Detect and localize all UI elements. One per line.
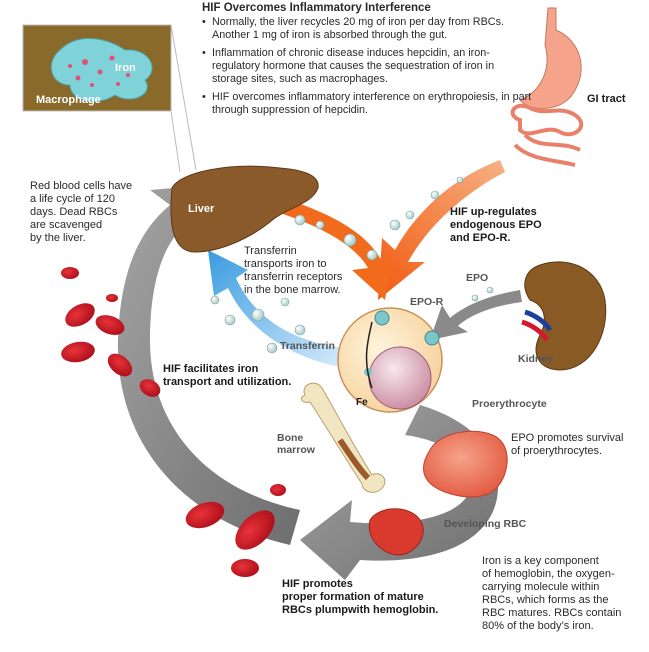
- info-bullet-3: HIF overcomes inflammatory interference …: [202, 91, 532, 117]
- note-iron-component: Iron is a key component of hemoglobin, t…: [482, 555, 621, 633]
- note-line: carrying molecule within: [482, 581, 600, 593]
- orange-arrow-liver: [270, 196, 392, 300]
- note-line: of proerythrocytes.: [511, 445, 603, 457]
- orange-arrow-gi: [378, 160, 505, 300]
- note-line: in the bone marrow.: [244, 284, 341, 296]
- proerythrocyte-label: Proerythrocyte: [472, 398, 547, 410]
- kidney-label: Kidney: [518, 353, 554, 365]
- liver-label: Liver: [188, 203, 215, 215]
- gi-tract-label: GI tract: [587, 93, 626, 105]
- note-line: HIF promotes: [282, 578, 353, 590]
- bone-marrow-label: Bone marrow: [277, 432, 315, 456]
- note-hif-promotes: HIF promotes proper formation of mature …: [282, 578, 438, 617]
- note-line: days. Dead RBCs: [30, 206, 118, 218]
- note-line: RBCs plumpwith hemoglobin.: [282, 604, 439, 616]
- info-bullet-2: Inflammation of chronic disease induces …: [202, 47, 532, 86]
- info-box-bullets: Normally, the liver recycles 20 mg of ir…: [202, 16, 532, 122]
- bone-marrow-illustration: [300, 382, 386, 493]
- note-line: are scavenged: [30, 219, 103, 231]
- note-line: 80% of the body’s iron.: [482, 620, 594, 632]
- note-hif-upregulates: HIF up-regulates endogenous EPO and EPO-…: [450, 206, 542, 245]
- note-line: EPO promotes survival: [511, 432, 624, 444]
- note-line: Red blood cells have: [30, 180, 133, 192]
- note-line: RBCs, which forms as the: [482, 594, 609, 606]
- blue-transferrin-arrow: [208, 250, 345, 368]
- note-transferrin-transport: Transferrin transports iron to transferr…: [244, 245, 342, 297]
- note-line: endogenous EPO: [450, 219, 542, 231]
- note-line: transports iron to: [244, 258, 327, 270]
- info-box-title: HIF Overcomes Inflammatory Interference: [202, 2, 431, 14]
- note-line: Iron is a key component: [482, 555, 599, 567]
- note-line: transport and utilization.: [163, 376, 292, 388]
- macrophage-panel: [22, 24, 197, 173]
- mature-rbc-cells: [61, 267, 286, 577]
- note-line: Transferrin: [244, 245, 297, 257]
- gray-cycle-arrow-left: [117, 185, 300, 545]
- note-epo-promotes: EPO promotes survival of proerythrocytes…: [511, 432, 623, 458]
- note-line: transferrin receptors: [244, 271, 343, 283]
- bone-label-line: Bone: [277, 432, 304, 444]
- kidney-organ: [521, 261, 607, 371]
- note-hif-facilitates: HIF facilitates iron transport and utili…: [163, 363, 291, 389]
- note-line: HIF up-regulates: [450, 206, 537, 218]
- developing-rbc-cells: [368, 430, 508, 556]
- note-line: and EPO-R.: [450, 232, 511, 244]
- epo-label: EPO: [466, 272, 489, 284]
- marrow-label-line: marrow: [277, 444, 315, 456]
- info-bullet-1: Normally, the liver recycles 20 mg of ir…: [202, 16, 532, 42]
- note-line: a life cycle of 120: [30, 193, 115, 205]
- note-rbc-lifecycle: Red blood cells have a life cycle of 120…: [30, 180, 132, 245]
- fe-label: Fe: [356, 397, 368, 408]
- proerythrocyte-cell: [337, 307, 443, 413]
- note-line: proper formation of mature: [282, 591, 424, 603]
- developing-rbc-label: Developing RBC: [444, 518, 527, 530]
- macrophage-label: Macrophage: [36, 94, 101, 106]
- note-line: HIF facilitates iron: [163, 363, 259, 375]
- note-line: of hemoglobin, the oxygen-: [482, 568, 615, 580]
- gi-tract-organ: [510, 7, 584, 167]
- iron-label: Iron: [115, 62, 136, 74]
- note-line: RBC matures. RBCs contain: [482, 607, 622, 619]
- epo-r-label: EPO-R: [410, 296, 444, 308]
- gray-arrow-kidney: [430, 290, 522, 340]
- liver-organ: [170, 165, 319, 253]
- note-line: by the liver.: [30, 232, 86, 244]
- iron-bubbles: [210, 176, 494, 354]
- transferrin-label: Transferrin: [280, 340, 335, 352]
